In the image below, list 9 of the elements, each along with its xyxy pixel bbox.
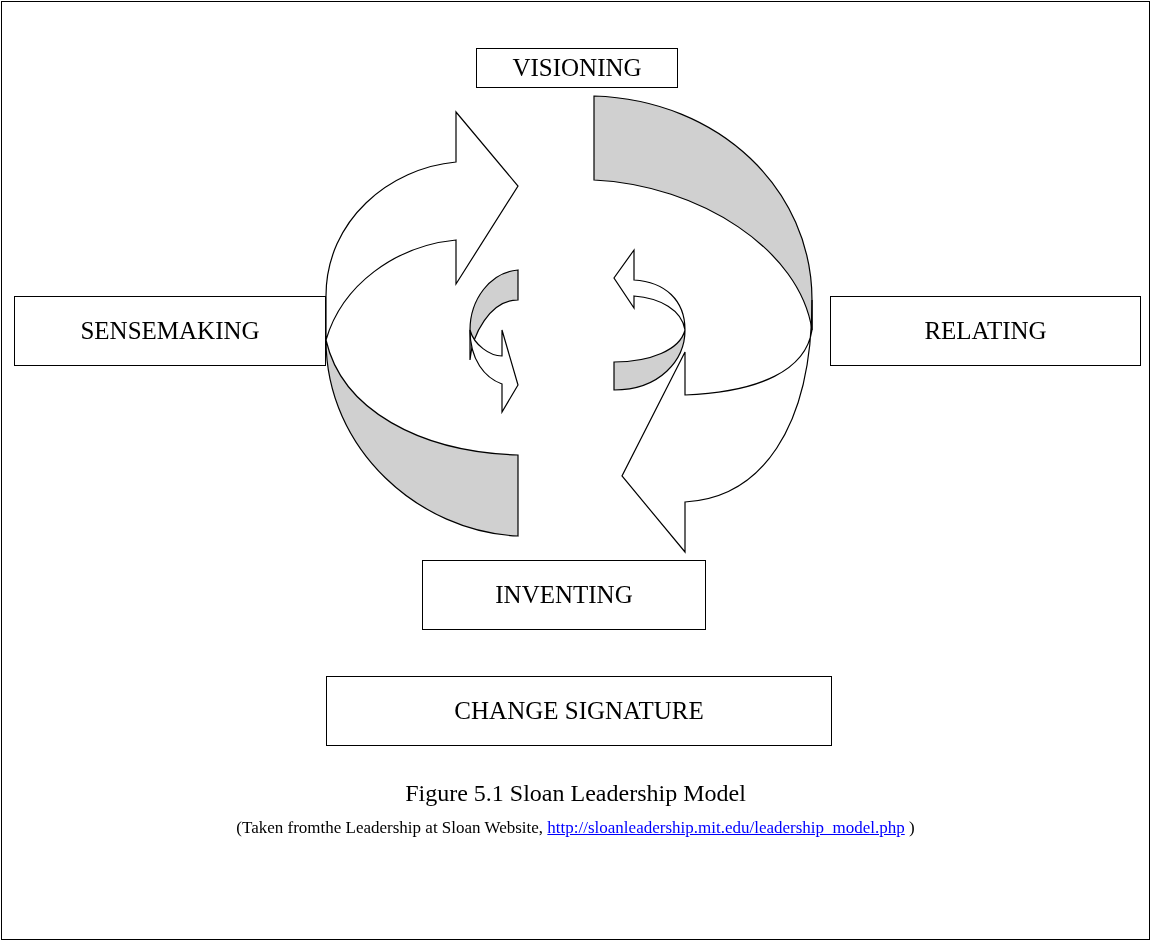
source-link: http://sloanleadership.mit.edu/leadership_model.php <box>547 818 905 837</box>
label-box: INVENTING <box>422 560 706 630</box>
source-note: ) <box>909 818 915 837</box>
figure-caption: Figure 5.1 Sloan Leadership Model <box>405 780 746 806</box>
label-box: RELATING <box>830 296 1141 366</box>
label-box: VISIONING <box>476 48 678 88</box>
label-box: SENSEMAKING <box>14 296 326 366</box>
source-note: (Taken fromthe Leadership at Sloan Website, <box>236 818 544 837</box>
label-box: CHANGE SIGNATURE <box>326 676 832 746</box>
